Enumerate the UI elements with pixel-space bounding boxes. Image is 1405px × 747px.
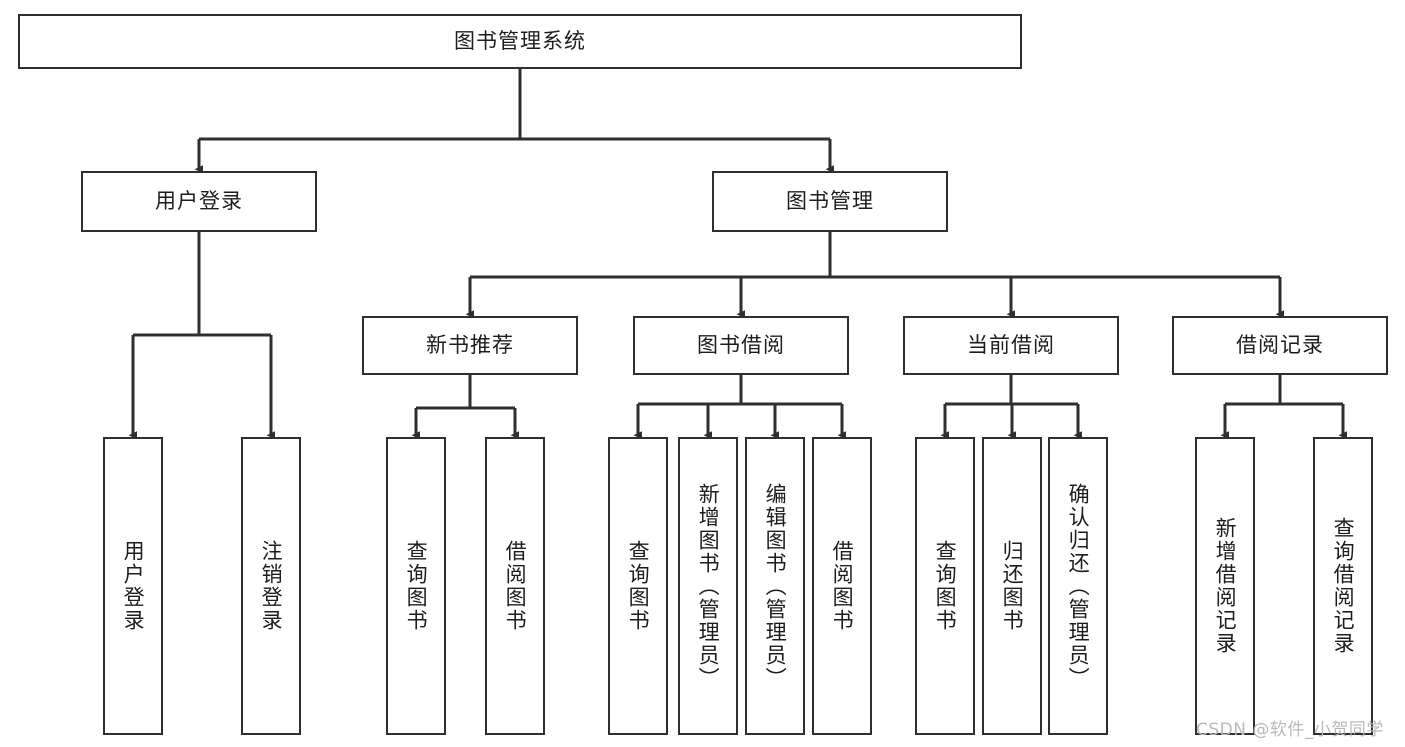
node-label: 新增借阅记录 [1213, 517, 1238, 655]
node-new-book-rec[interactable]: 新书推荐 [362, 316, 578, 375]
node-root[interactable]: 图书管理系统 [18, 14, 1022, 69]
node-label: 注销登录 [259, 540, 284, 632]
node-label: 新书推荐 [426, 333, 514, 358]
node-label: 图书借阅 [697, 333, 785, 358]
node-label: 查询图书 [933, 540, 958, 632]
node-book-manage[interactable]: 图书管理 [712, 171, 948, 232]
node-leaf-query-book-rec[interactable]: 查询图书 [386, 437, 446, 735]
node-label: 归还图书 [1000, 540, 1025, 632]
node-book-borrow[interactable]: 图书借阅 [633, 316, 849, 375]
node-label: 编辑图书（管理员） [763, 482, 788, 690]
node-leaf-query-record[interactable]: 查询借阅记录 [1313, 437, 1373, 735]
node-leaf-query-book-bor[interactable]: 查询图书 [608, 437, 668, 735]
node-leaf-borrow-book-rec[interactable]: 借阅图书 [485, 437, 545, 735]
csdn-watermark: CSDN @软件_小贺同学 [1196, 720, 1384, 740]
node-label: 查询图书 [404, 540, 429, 632]
node-leaf-add-book[interactable]: 新增图书（管理员） [678, 437, 738, 735]
node-borrow-record[interactable]: 借阅记录 [1172, 316, 1388, 375]
node-label: 借阅图书 [503, 540, 528, 632]
node-leaf-edit-book[interactable]: 编辑图书（管理员） [745, 437, 805, 735]
node-leaf-borrow-book-bor[interactable]: 借阅图书 [812, 437, 872, 735]
node-current-borrow[interactable]: 当前借阅 [903, 316, 1119, 375]
node-leaf-logout[interactable]: 注销登录 [241, 437, 301, 735]
node-label: 用户登录 [155, 189, 243, 214]
node-label: 用户登录 [121, 540, 146, 632]
node-label: 图书管理 [786, 189, 874, 214]
node-label: 查询借阅记录 [1331, 517, 1356, 655]
node-label: 新增图书（管理员） [696, 482, 721, 690]
node-label: 借阅记录 [1236, 333, 1324, 358]
node-leaf-return-book[interactable]: 归还图书 [982, 437, 1042, 735]
node-label: 借阅图书 [830, 540, 855, 632]
edge-layer [128, 69, 1348, 440]
node-label: 查询图书 [626, 540, 651, 632]
node-leaf-add-record[interactable]: 新增借阅记录 [1195, 437, 1255, 735]
node-leaf-confirm-return[interactable]: 确认归还（管理员） [1048, 437, 1108, 735]
node-label: 图书管理系统 [454, 29, 586, 54]
node-label: 确认归还（管理员） [1066, 482, 1091, 690]
node-leaf-query-book-cur[interactable]: 查询图书 [915, 437, 975, 735]
node-leaf-user-login[interactable]: 用户登录 [103, 437, 163, 735]
node-user-login[interactable]: 用户登录 [81, 171, 317, 232]
node-label: 当前借阅 [967, 333, 1055, 358]
